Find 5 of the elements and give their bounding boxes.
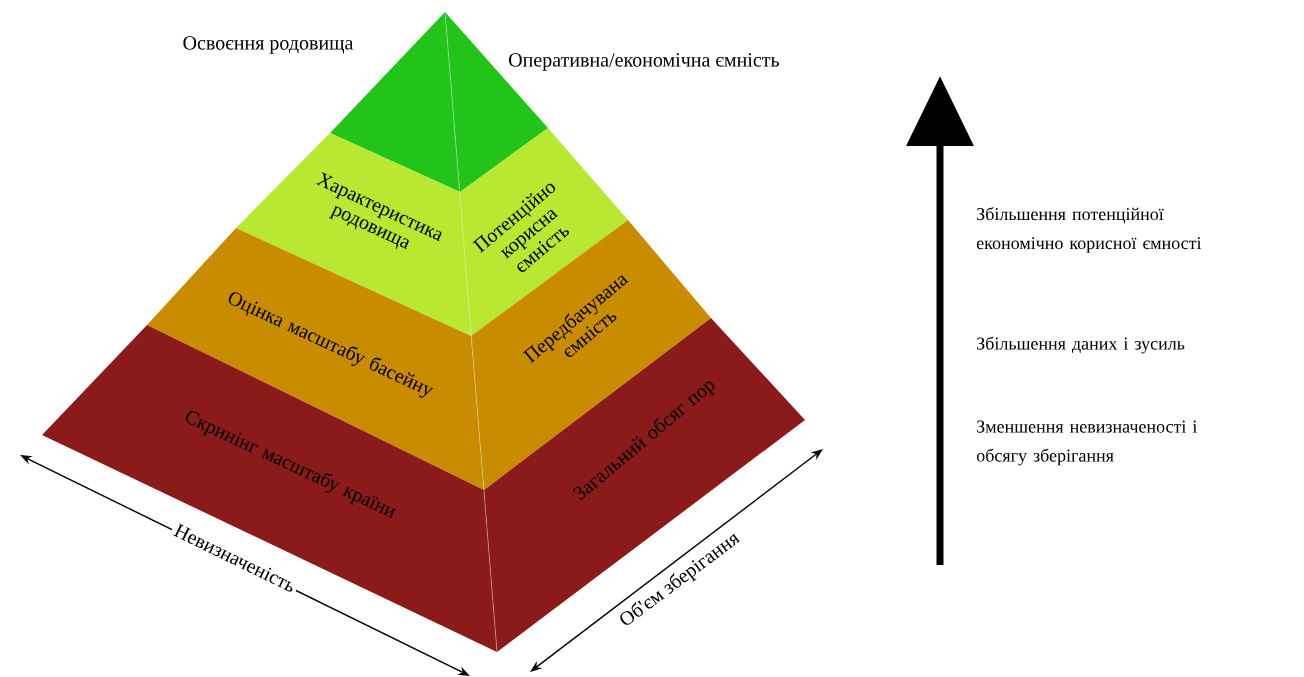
node-label: Оперативна/економічна ємність <box>509 53 779 71</box>
note-text: Збільшення даних і зусиль <box>977 336 1185 354</box>
note-text: Збільшення потенційної економічно корисної ємності <box>976 207 1202 253</box>
node-label: Освоєння родовища <box>183 36 354 54</box>
note-text: Зменшення невизначеності і обсягу зберігання <box>976 420 1197 466</box>
